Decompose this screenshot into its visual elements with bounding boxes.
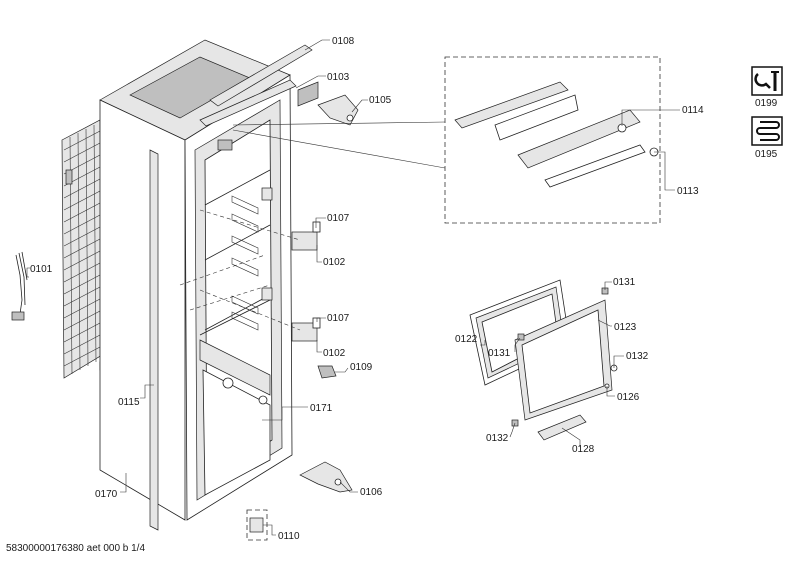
callout-0106: 0106 [360,487,383,498]
wrench-screwdriver-icon [751,66,783,96]
callout-0123: 0123 [614,322,637,333]
callout-0132-right: 0132 [626,351,649,362]
callout-0105: 0105 [369,95,392,106]
callout-0170: 0170 [95,489,118,500]
callout-0131-mid: 0131 [488,348,511,359]
callout-0114: 0114 [682,105,704,116]
callout-0199: 0199 [755,98,778,109]
callout-0103: 0103 [327,72,350,83]
cabinet-body [99,39,293,531]
heating-coil-icon [751,116,783,146]
door-assembly [469,279,618,441]
callout-0110: 0110 [278,531,300,542]
bottom-hinge [299,461,353,493]
callout-0171: 0171 [310,403,333,414]
callout-0115: 0115 [118,397,140,408]
top-rail-assembly [199,44,359,127]
side-parts [291,221,337,379]
power-cord [11,251,29,321]
callout-0108: 0108 [332,36,355,47]
callout-0107-lower: 0107 [327,313,350,324]
control-panel-detail [232,56,661,224]
callout-0101: 0101 [30,264,53,275]
callout-leaders [26,39,680,536]
callout-0128: 0128 [572,444,595,455]
callout-0109: 0109 [350,362,373,373]
drawing-reference: 58300000176380 aet 000 b 1/4 [6,543,146,554]
callout-0107-upper: 0107 [327,213,350,224]
callout-0132-left: 0132 [486,433,509,444]
callout-0113: 0113 [677,186,699,197]
dashed-leaders [179,209,301,331]
callout-0102-lower: 0102 [323,348,346,359]
callout-0131-top: 0131 [613,277,636,288]
callout-0122: 0122 [455,334,478,345]
callout-0102-upper: 0102 [323,257,346,268]
callout-0195: 0195 [755,149,778,160]
callout-0126: 0126 [617,392,640,403]
condenser-coil [61,119,107,379]
